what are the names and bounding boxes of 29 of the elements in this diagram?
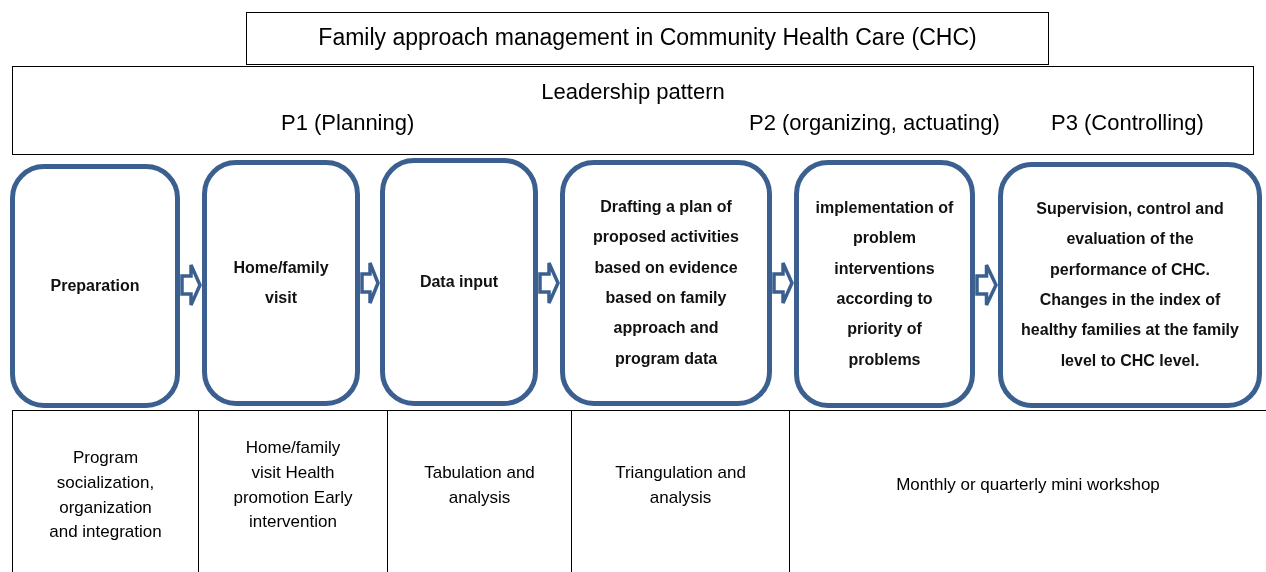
table-cell: Home/family visit Health promotion Early intervention: [198, 410, 387, 572]
step-text: Drafting a plan of proposed activities based on evidence based on family approach and program data: [592, 196, 740, 369]
header-title: Leadership pattern: [541, 79, 725, 105]
block-arrow: [772, 261, 794, 305]
step-text: Home/family visit: [232, 257, 330, 308]
step-text: Preparation: [50, 275, 140, 296]
process-box: [998, 162, 1262, 408]
step-text: Data input: [419, 271, 499, 292]
table-cell: Triangulation and analysis: [571, 410, 789, 572]
block-arrow: [360, 261, 380, 305]
header-box: [12, 66, 1254, 155]
phase-label: P2 (organizing, actuating): [749, 110, 1000, 136]
block-arrow: [538, 261, 560, 305]
process-box: [794, 160, 975, 408]
table-cell: Tabulation and analysis: [387, 410, 571, 572]
process-box: [10, 164, 180, 408]
process-box: [560, 160, 772, 406]
block-arrow: [180, 263, 202, 307]
step-text: implementation of problem interventions according to priority of problems: [814, 197, 955, 370]
phase-label: P1 (Planning): [281, 110, 415, 136]
box-title: Family approach management in Community Health Care (CHC): [318, 24, 977, 51]
step-text: Supervision, control and evaluation of the performance of CHC. Changes in the index of healthy families at the family level to CHC level.: [1020, 198, 1240, 371]
process-box: [380, 158, 538, 406]
phase-label: P3 (Controlling): [1051, 110, 1204, 136]
table-cell: Program socialization, organization and integration: [12, 410, 198, 572]
block-arrow: [975, 263, 998, 307]
title-box: [246, 12, 1049, 65]
process-box: [202, 160, 360, 406]
table-cell: Monthly or quarterly mini workshop: [789, 410, 1266, 572]
